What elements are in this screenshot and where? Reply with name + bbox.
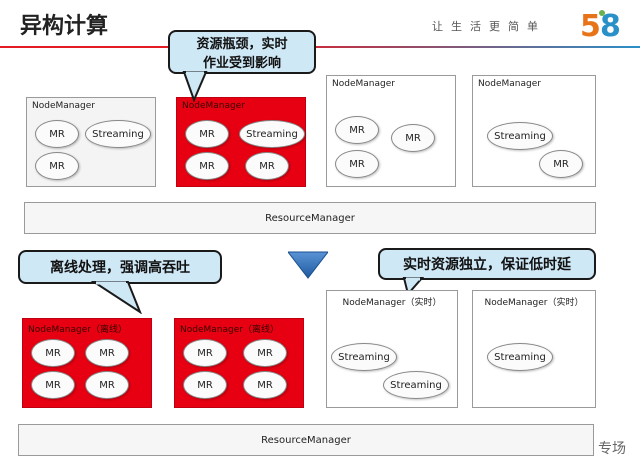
nodemanager-label: NodeManager — [182, 101, 245, 111]
streaming-task: Streaming — [487, 343, 553, 371]
nodemanager-label: NodeManager — [478, 79, 541, 89]
callout-realtime: 实时资源独立，保证低时延 — [378, 248, 596, 280]
mr-task: MR — [85, 371, 129, 399]
mr-task: MR — [31, 339, 75, 367]
page-title: 异构计算 — [20, 14, 109, 39]
after-nodemanager-offline-1: NodeManager（离线） MR MR MR MR — [22, 318, 152, 408]
after-resourcemanager: ResourceManager — [18, 424, 594, 456]
callout-bottleneck: 资源瓶颈，实时 作业受到影响 — [168, 30, 316, 74]
mr-task: MR — [185, 152, 229, 180]
callout-tail — [182, 71, 208, 102]
streaming-task: Streaming — [85, 120, 151, 148]
slogan: 让生活更简单 — [432, 20, 546, 33]
mr-task: MR — [35, 152, 79, 180]
streaming-task: Streaming — [487, 122, 553, 150]
streaming-task: Streaming — [331, 343, 397, 371]
callout-line: 作业受到影响 — [202, 56, 281, 71]
nodemanager-label: NodeManager（实时） — [484, 298, 584, 308]
callout-offline: 离线处理，强调高吞吐 — [18, 250, 222, 284]
mr-task: MR — [183, 339, 227, 367]
svg-text:5: 5 — [580, 9, 601, 44]
streaming-task: Streaming — [383, 371, 449, 399]
header-divider — [0, 46, 640, 48]
mr-task: MR — [245, 152, 289, 180]
nodemanager-label: NodeManager — [332, 79, 395, 89]
mr-task: MR — [185, 120, 229, 148]
down-arrow-icon — [288, 251, 328, 279]
after-nodemanager-realtime-1: NodeManager（实时） Streaming Streaming — [326, 290, 458, 408]
nodemanager-label: NodeManager（离线） — [28, 325, 127, 335]
mr-task: MR — [391, 124, 435, 152]
before-nodemanager-1: NodeManager MR Streaming MR — [26, 97, 156, 187]
callout-line: 资源瓶颈，实时 — [196, 37, 288, 52]
after-nodemanager-realtime-2: NodeManager（实时） Streaming — [472, 290, 596, 408]
nodemanager-label: NodeManager — [32, 101, 95, 111]
nodemanager-label: NodeManager（离线） — [180, 325, 279, 335]
after-nodemanager-offline-2: NodeManager（离线） MR MR MR MR — [174, 318, 304, 408]
nodemanager-label: NodeManager（实时） — [342, 298, 442, 308]
before-nodemanager-3: NodeManager MR MR MR — [326, 75, 456, 187]
callout-tail — [90, 281, 142, 314]
mr-task: MR — [243, 371, 287, 399]
mr-task: MR — [35, 120, 79, 148]
58-logo-icon: 5 8 — [580, 9, 621, 44]
mr-task: MR — [539, 150, 583, 178]
mr-task: MR — [31, 371, 75, 399]
svg-text:8: 8 — [600, 9, 621, 44]
mr-task: MR — [85, 339, 129, 367]
mr-task: MR — [335, 150, 379, 178]
mr-task: MR — [335, 116, 379, 144]
footer-note: 专场 — [598, 441, 626, 457]
mr-task: MR — [183, 371, 227, 399]
mr-task: MR — [243, 339, 287, 367]
before-nodemanager-2-bottleneck: NodeManager MR Streaming MR MR — [176, 97, 306, 187]
before-resourcemanager: ResourceManager — [24, 202, 596, 234]
streaming-task: Streaming — [239, 120, 305, 148]
before-nodemanager-4: NodeManager Streaming MR — [472, 75, 596, 187]
